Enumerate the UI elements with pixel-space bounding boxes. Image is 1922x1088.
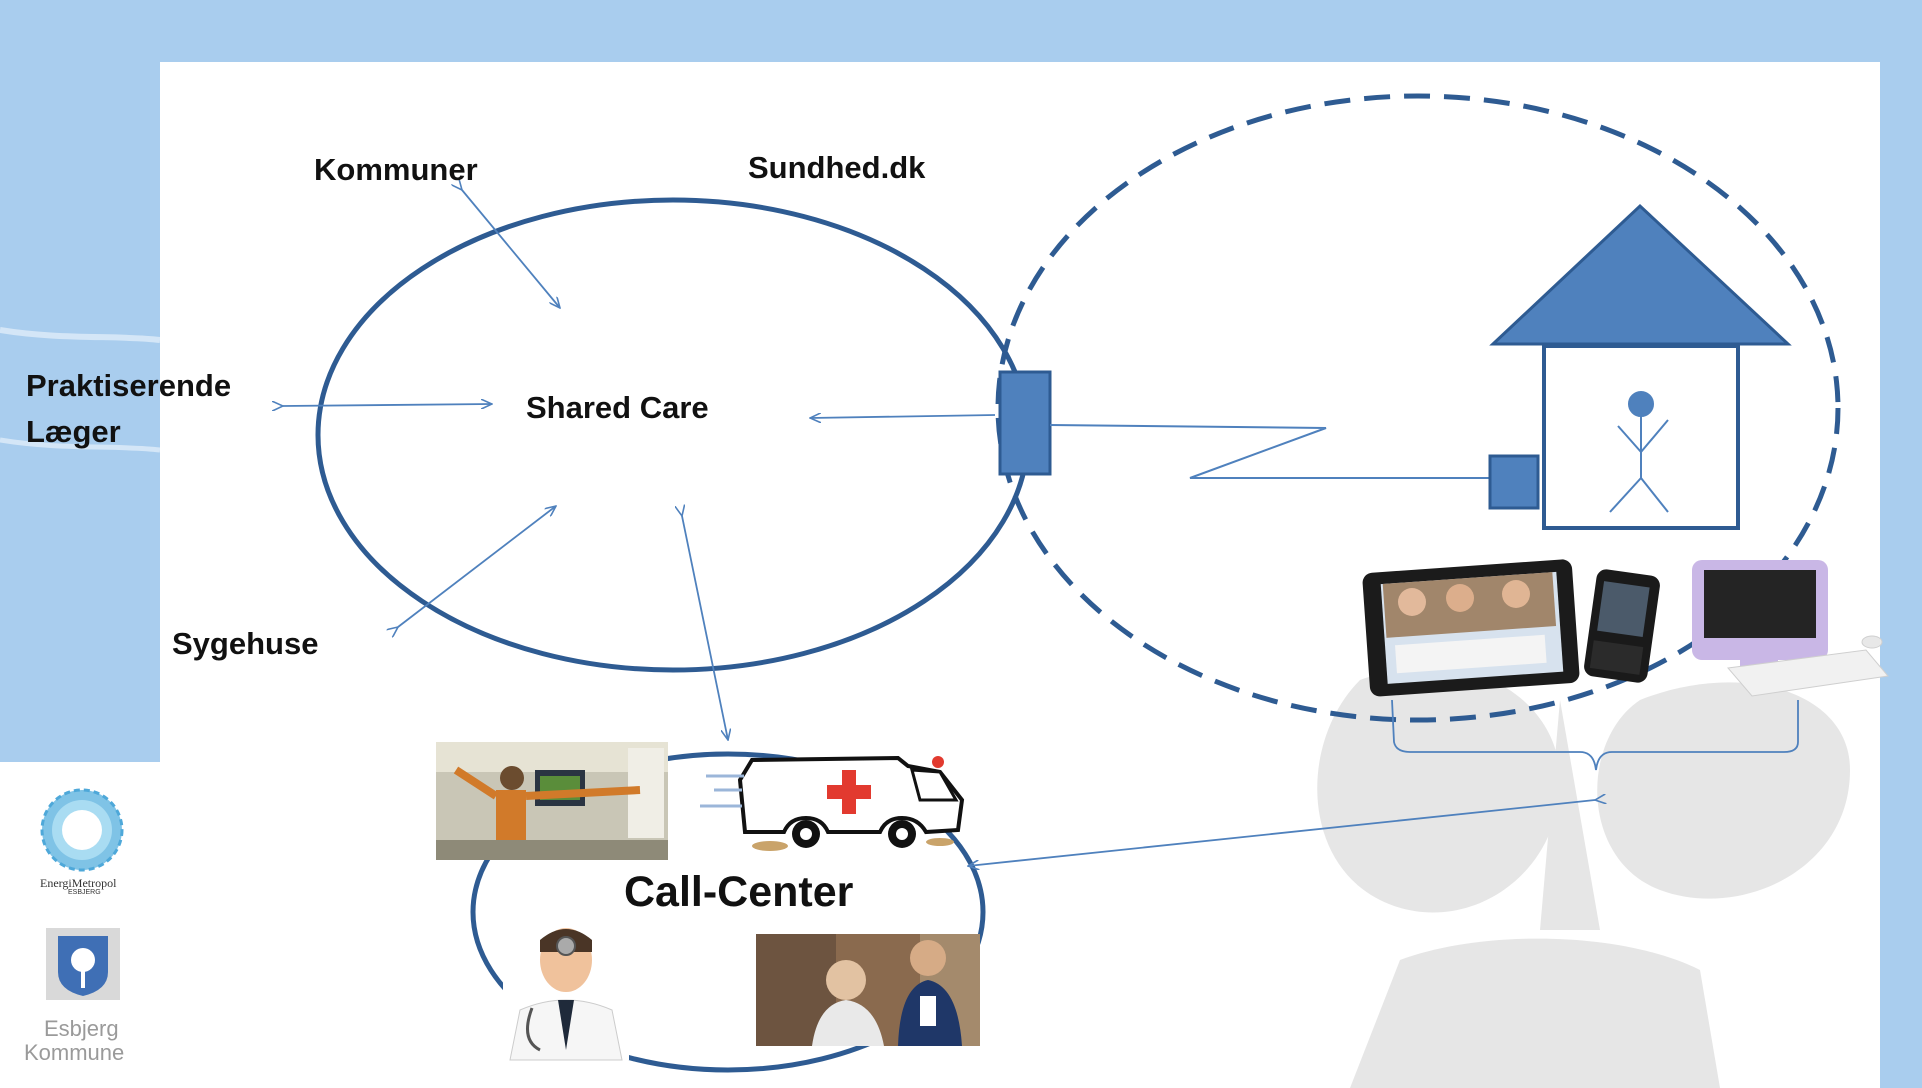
arrow-sygehuse: [398, 506, 556, 627]
tablet-device: [1362, 559, 1580, 697]
energi-metropol-name: EnergiMetropol: [40, 876, 117, 890]
energi-metropol-sub: ESBJERG: [68, 889, 101, 896]
arrow-praktiserende: [283, 404, 492, 406]
person-figure: [1609, 391, 1669, 513]
house-roof: [1489, 203, 1792, 346]
label-call-center: Call-Center: [624, 868, 854, 916]
top-band: [0, 0, 1922, 62]
arrow-home-to-shared: [810, 415, 996, 418]
wireless-link: [1049, 424, 1490, 479]
exercise-photo: [436, 742, 668, 860]
left-streaks: [0, 327, 161, 453]
shared-care-ellipse: [315, 197, 1031, 673]
arrow-kommuner: [462, 190, 560, 308]
computer-device: [1692, 560, 1889, 697]
energi-metropol-logo: [40, 788, 124, 872]
arrow-call-center: [682, 516, 728, 740]
label-kommuner: Kommuner: [314, 152, 478, 187]
ambulance-clipart: [700, 755, 965, 851]
home-dashed-ellipse: [995, 93, 1841, 723]
arrow-devices-call-center: [968, 800, 1595, 866]
phone-device: [1584, 569, 1660, 683]
gateway-box: [998, 370, 1052, 476]
esbjerg-name: Esbjerg: [44, 1016, 119, 1041]
left-band: [0, 62, 160, 762]
label-sundhed-dk: Sundhed.dk: [748, 150, 926, 185]
label-shared-care: Shared Care: [526, 390, 709, 425]
home-sensor-box: [1488, 454, 1540, 510]
carer-photo: [756, 934, 980, 1046]
esbjerg-kommune: Kommune: [24, 1040, 125, 1065]
right-band: [1880, 62, 1922, 1088]
label-sygehuse: Sygehuse: [172, 626, 319, 661]
label-laeger: Læger: [26, 414, 121, 449]
label-praktiserende: Praktiserende: [26, 368, 232, 403]
call-center-ellipse: [470, 751, 986, 1073]
doctor-photo: [503, 918, 629, 1061]
watermark-tree: [1317, 667, 1850, 1088]
esbjerg-crest-logo: [46, 928, 120, 1000]
devices-bracket: [1391, 699, 1799, 771]
